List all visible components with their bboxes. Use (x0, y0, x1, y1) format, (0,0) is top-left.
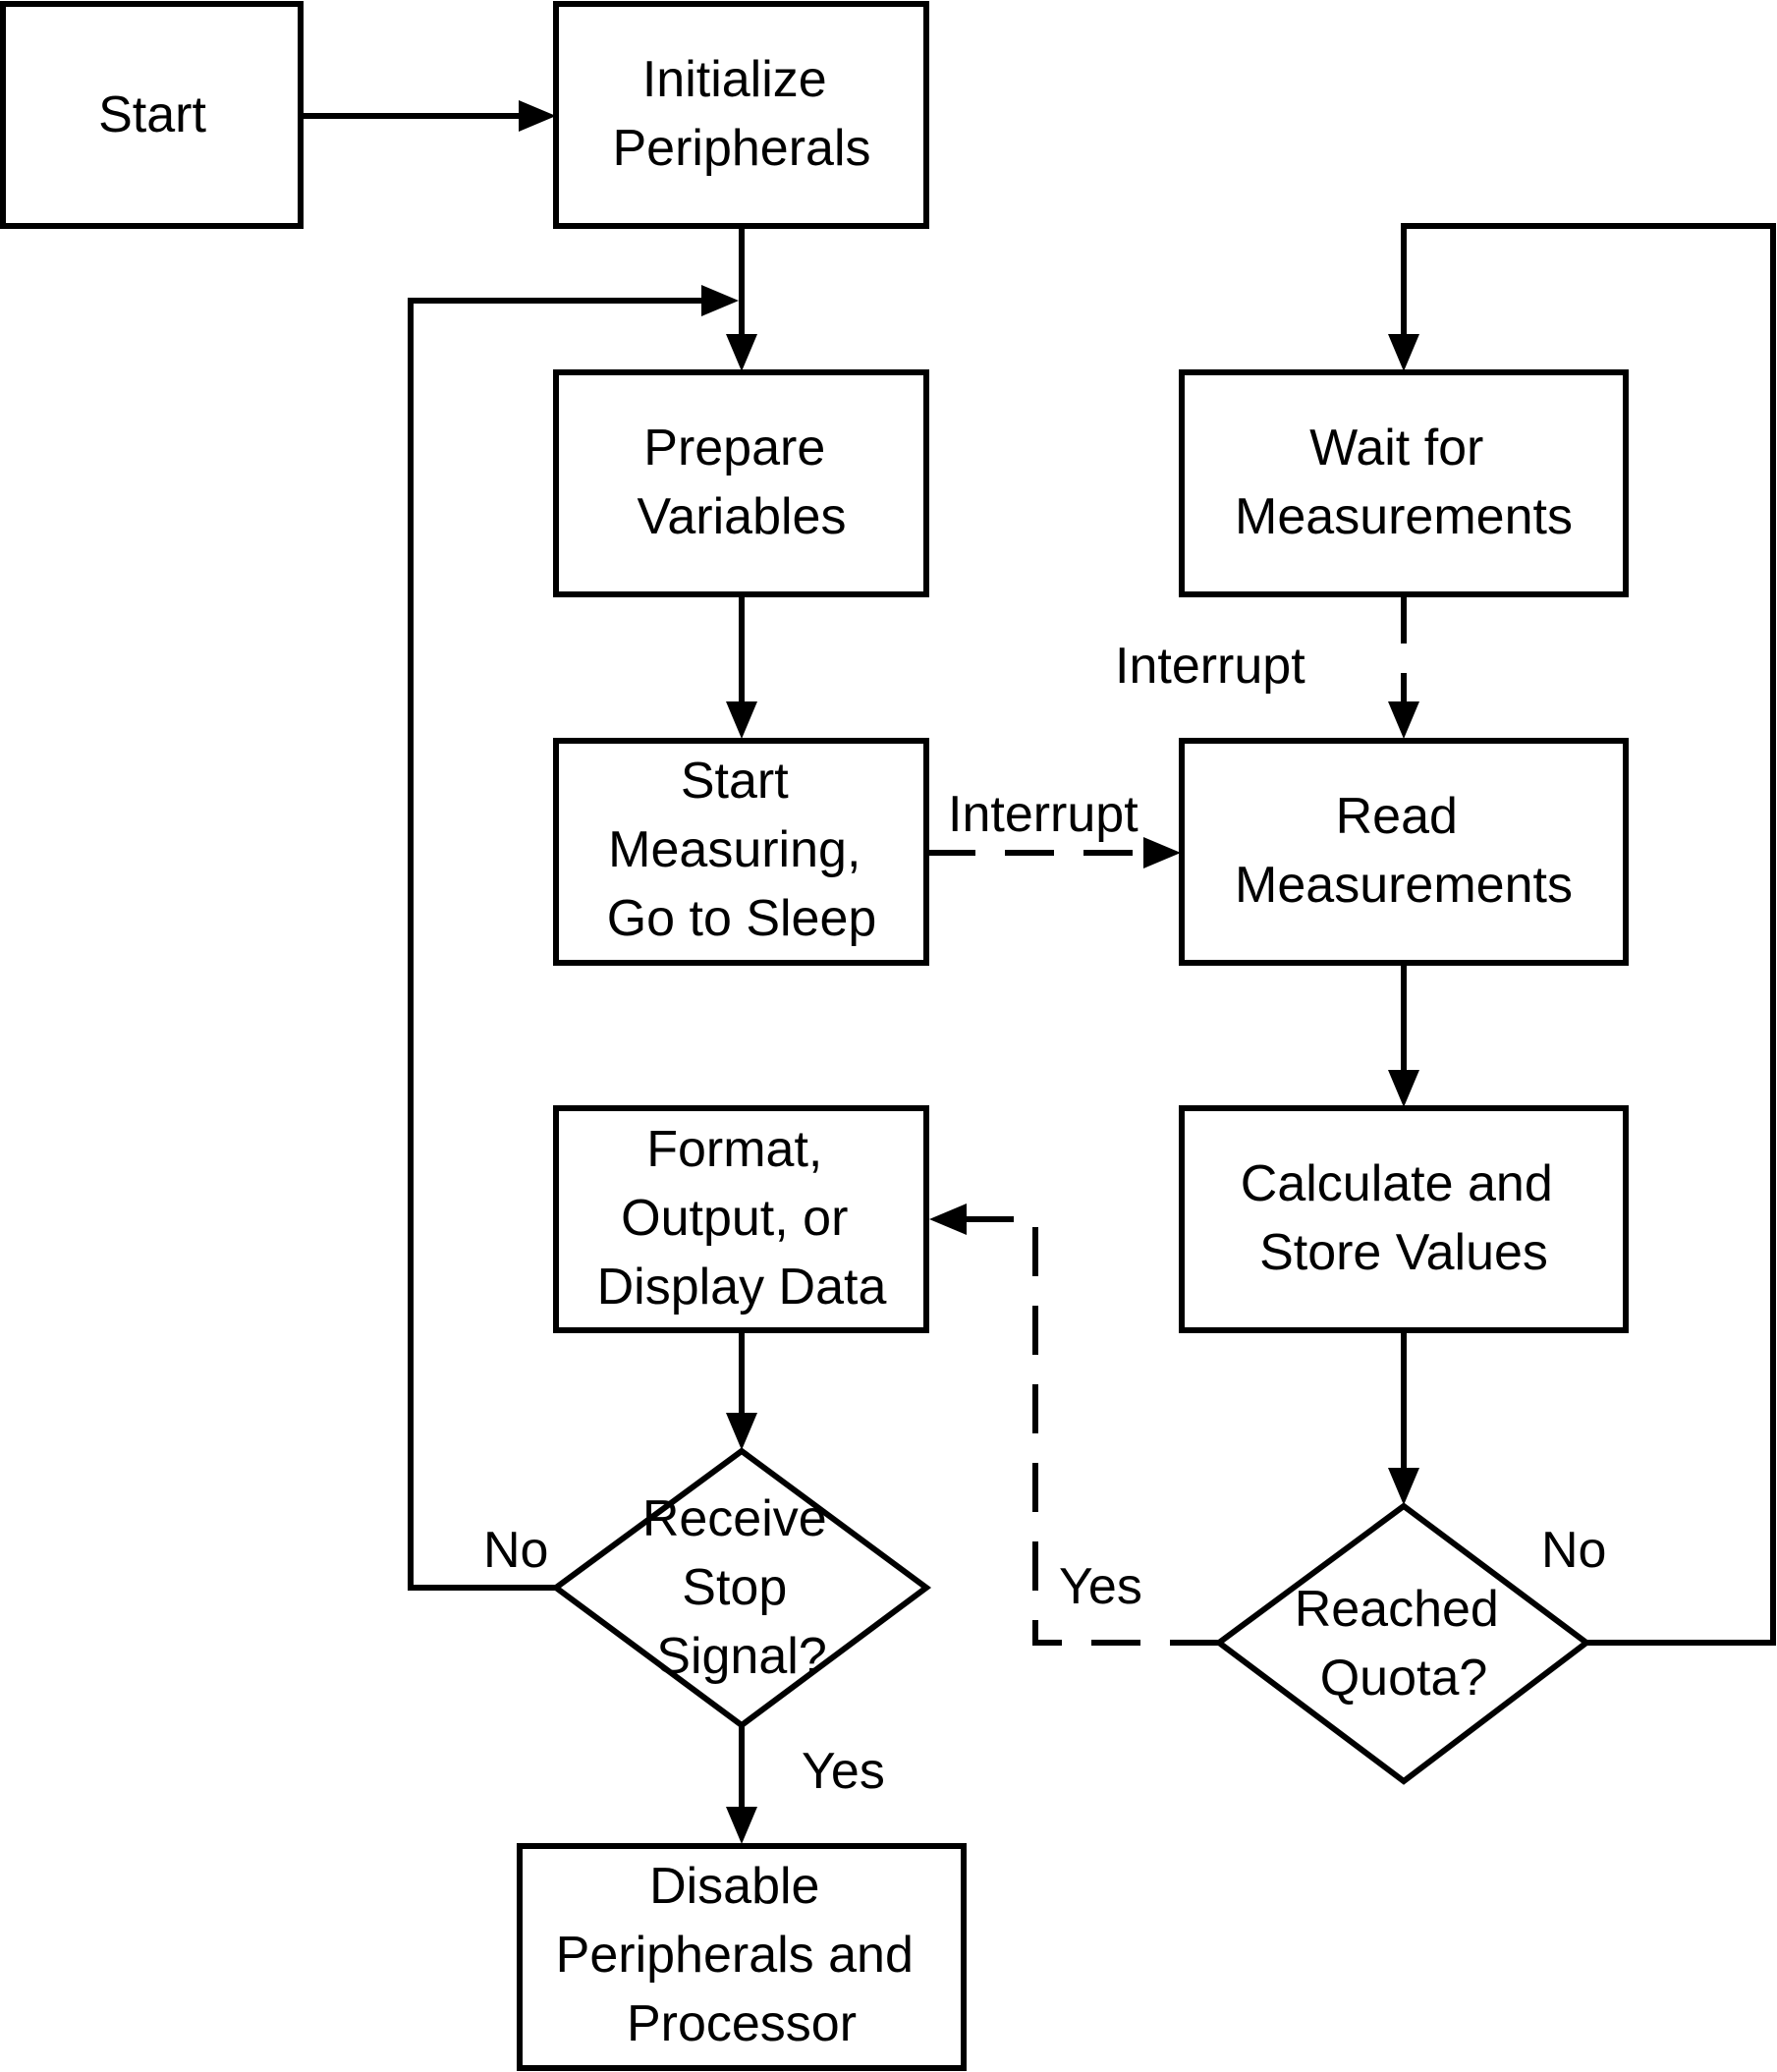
arrowhead-calc (1388, 1070, 1419, 1107)
edge-quota-no-to-wait (1401, 223, 1776, 1646)
node-disable-line-3: Processor (627, 1995, 857, 2052)
arrowhead-startmeasure (726, 701, 757, 739)
node-read-line-1: Read (1336, 788, 1458, 845)
node-startmeasure-label: Start Measuring, Go to Sleep (607, 753, 877, 947)
node-init-box (553, 1, 929, 229)
node-init-line-2: Peripherals (612, 120, 870, 177)
node-disable-peripherals: Disable Peripherals and Processor (517, 1843, 967, 2071)
node-init-line-1: Initialize (642, 51, 827, 108)
arrowhead-format (929, 1204, 967, 1235)
node-startmeasure-line-1: Start (681, 753, 789, 810)
node-receive-stop-signal: Receive Stop Signal? (550, 1447, 932, 1729)
node-startmeasure-line-2: Measuring, (608, 821, 861, 878)
node-disable-line-2: Peripherals and (556, 1927, 914, 1984)
node-reached-quota: Reached Quota? (1213, 1502, 1591, 1785)
node-startmeasure-line-3: Go to Sleep (607, 890, 877, 947)
node-read-measurements: Read Measurements (1179, 738, 1629, 966)
node-start: Start (0, 1, 304, 229)
node-disable-label: Disable Peripherals and Processor (556, 1858, 928, 2052)
edges (301, 100, 1776, 1844)
node-wait-line-2: Measurements (1235, 488, 1573, 545)
node-receive-label: Receive Stop Signal? (642, 1490, 841, 1685)
node-calculate-store: Calculate and Store Values (1179, 1105, 1629, 1333)
node-prepare-box (553, 369, 929, 597)
arrowhead-read-left (1143, 837, 1181, 868)
node-read-line-2: Measurements (1235, 857, 1573, 914)
node-format-line-2: Output, or (621, 1190, 848, 1247)
node-receive-line-1: Receive (642, 1490, 827, 1547)
node-calc-line-2: Store Values (1259, 1224, 1548, 1281)
edge-receive-no-to-prepare (408, 298, 703, 1591)
node-init-label: Initialize Peripherals (612, 51, 870, 177)
node-format-line-3: Display Data (597, 1259, 887, 1316)
node-disable-box (517, 1843, 967, 2071)
node-initialize-peripherals: Initialize Peripherals (553, 1, 929, 229)
node-wait-line-1: Wait for (1309, 420, 1483, 476)
node-receive-line-3: Signal? (656, 1628, 826, 1685)
node-quota-line-2: Quota? (1320, 1650, 1488, 1707)
node-start-measuring: Start Measuring, Go to Sleep (553, 738, 929, 966)
node-receive-diamond (550, 1447, 932, 1729)
node-prepare-label: Prepare Variables (638, 420, 847, 545)
node-read-box (1179, 738, 1629, 966)
node-disable-line-1: Disable (649, 1858, 819, 1915)
node-calc-label: Calculate and Store Values (1241, 1155, 1567, 1281)
arrowhead-quota (1388, 1468, 1419, 1505)
edge-label-receive-no: No (483, 1522, 548, 1579)
edge-labels: Interrupt Interrupt No Yes Yes No (483, 638, 1606, 1800)
arrowhead-prepare (726, 334, 757, 371)
node-calc-box (1179, 1105, 1629, 1333)
node-read-label: Read Measurements (1235, 788, 1573, 914)
node-wait-for-measurements: Wait for Measurements (1179, 369, 1629, 597)
node-prepare-line-1: Prepare (643, 420, 825, 476)
node-format-line-1: Format, (646, 1121, 822, 1178)
arrowhead-receive (726, 1413, 757, 1450)
node-quota-diamond (1213, 1502, 1591, 1785)
edge-label-interrupt-top: Interrupt (1115, 638, 1305, 695)
node-start-box (0, 1, 304, 229)
node-calc-line-1: Calculate and (1241, 1155, 1553, 1212)
node-prepare-line-2: Variables (638, 488, 847, 545)
node-prepare-variables: Prepare Variables (553, 369, 929, 597)
node-start-label: Start (98, 86, 206, 143)
node-wait-box (1179, 369, 1629, 597)
node-quota-label: Reached Quota? (1295, 1581, 1514, 1707)
node-format-box (553, 1105, 929, 1333)
arrowhead-wait (1388, 334, 1419, 371)
edge-label-quota-yes: Yes (1059, 1558, 1142, 1615)
node-quota-line-1: Reached (1295, 1581, 1499, 1638)
edge-label-receive-yes: Yes (802, 1743, 885, 1800)
edge-label-quota-no: No (1541, 1522, 1606, 1579)
edge-label-interrupt-mid: Interrupt (948, 786, 1138, 843)
edge-quota-yes-to-format (967, 1216, 1219, 1646)
node-format-label: Format, Output, or Display Data (597, 1121, 887, 1316)
node-wait-label: Wait for Measurements (1235, 420, 1573, 545)
node-startmeasure-box (553, 738, 929, 966)
arrowhead-init (519, 100, 556, 132)
node-receive-line-2: Stop (682, 1559, 787, 1616)
node-format-output: Format, Output, or Display Data (553, 1105, 929, 1333)
arrowhead-disable (726, 1807, 757, 1844)
node-start-line-1: Start (98, 86, 206, 143)
arrowhead-read-top (1388, 701, 1419, 739)
arrowhead-loop-back (701, 285, 739, 316)
